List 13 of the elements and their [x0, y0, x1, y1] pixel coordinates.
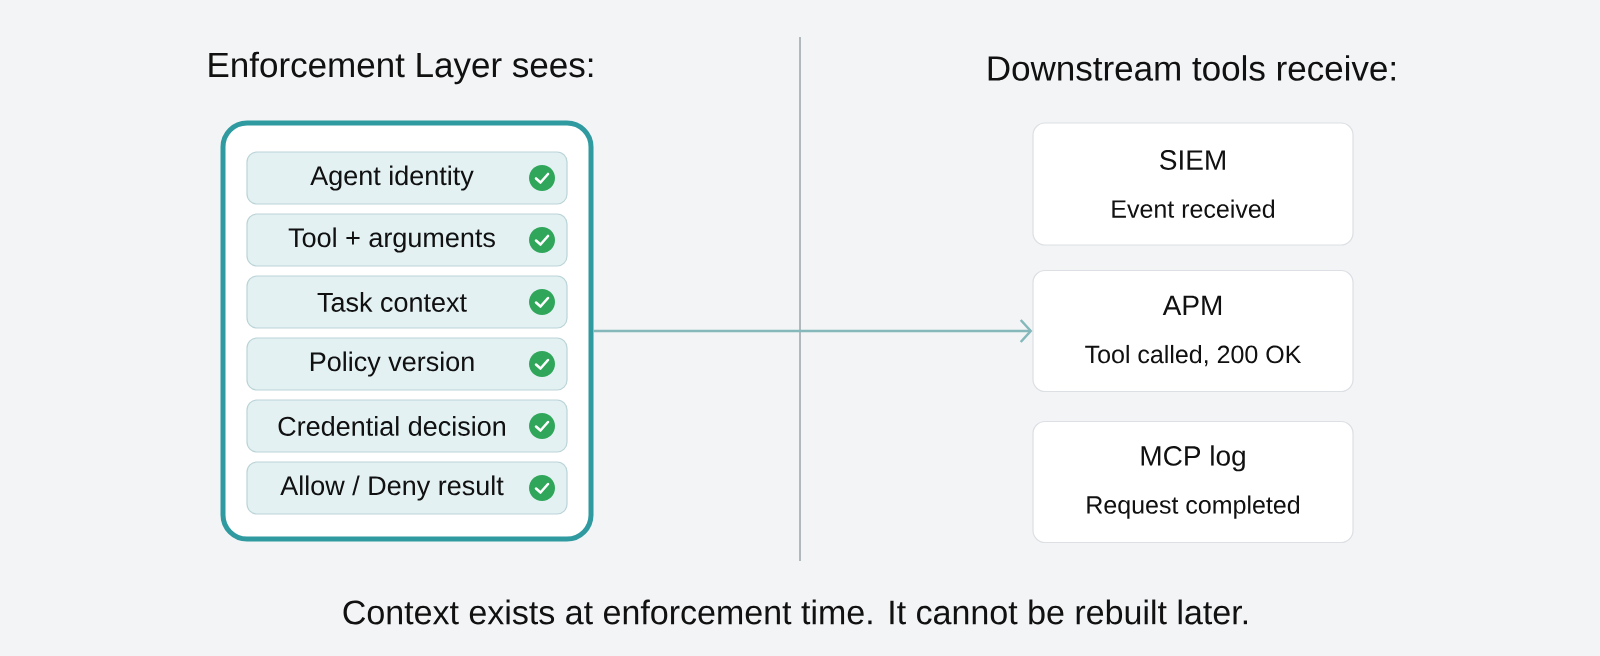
arrow — [593, 319, 1033, 343]
checklist-row: Agent identity — [246, 151, 568, 205]
system-card: MCP log Request completed — [1032, 420, 1354, 544]
column-heading: Enforcement Layer sees: — [209, 51, 593, 85]
caption: Context exists at enforcement time. It cannot be rebuilt later. — [343, 599, 1247, 625]
checklist-row: Credential decision — [246, 399, 568, 453]
checklist-row: Tool + arguments — [246, 213, 568, 267]
column-heading: Downstream tools receive: — [988, 55, 1395, 81]
checklist-row: Allow / Deny result — [246, 461, 568, 515]
system-card: SIEM Event received — [1032, 122, 1354, 246]
system-card: APM Tool called, 200 OK — [1032, 269, 1354, 393]
checklist-row: Task context — [246, 275, 568, 329]
checklist-row: Policy version — [246, 337, 568, 391]
